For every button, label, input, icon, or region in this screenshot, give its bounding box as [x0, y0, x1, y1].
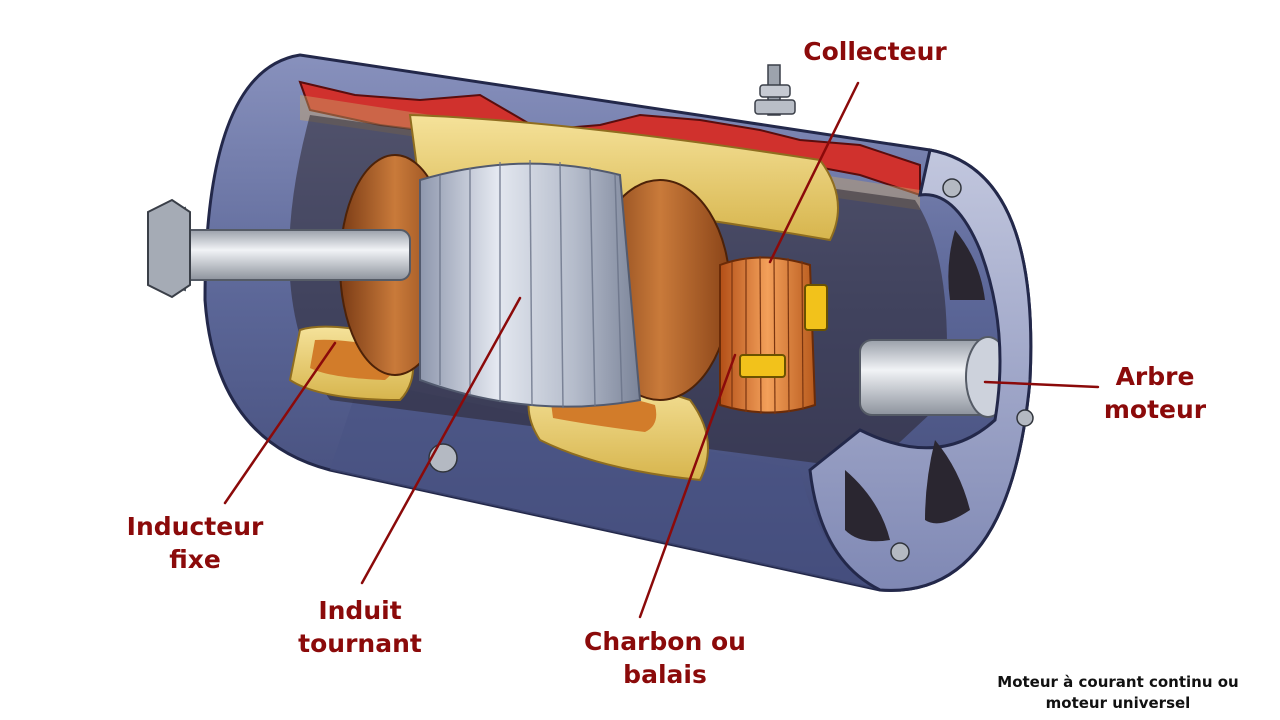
screw-icon: [428, 443, 458, 473]
label-arbre-moteur: Arbre moteur: [1103, 362, 1207, 424]
commutator: [719, 255, 817, 415]
leader-line-induit-tournant: [360, 296, 522, 585]
diagram-caption: Moteur à courant continu ou moteur unive…: [997, 673, 1239, 712]
leader-line-arbre-moteur: [983, 380, 1100, 389]
leader-line-charbon-balais: [638, 353, 737, 619]
label-induit-tournant: Induit tournant: [298, 596, 422, 658]
terminal-bolt: [754, 64, 796, 116]
end-bell: [808, 148, 1033, 592]
screw-icon: [890, 542, 910, 562]
screw-icon: [942, 178, 962, 198]
shaft-nut: [147, 198, 191, 299]
screw-icon: [1016, 409, 1034, 427]
label-collecteur: Collecteur: [803, 37, 947, 66]
label-inducteur-fixe: Inducteur fixe: [126, 512, 264, 574]
carbon-brush: [739, 284, 828, 378]
leader-line-collecteur: [768, 81, 860, 264]
leader-line-inducteur-fixe: [223, 341, 337, 505]
armature-core: [419, 159, 642, 409]
label-charbon-balais: Charbon ou balais: [584, 627, 746, 689]
